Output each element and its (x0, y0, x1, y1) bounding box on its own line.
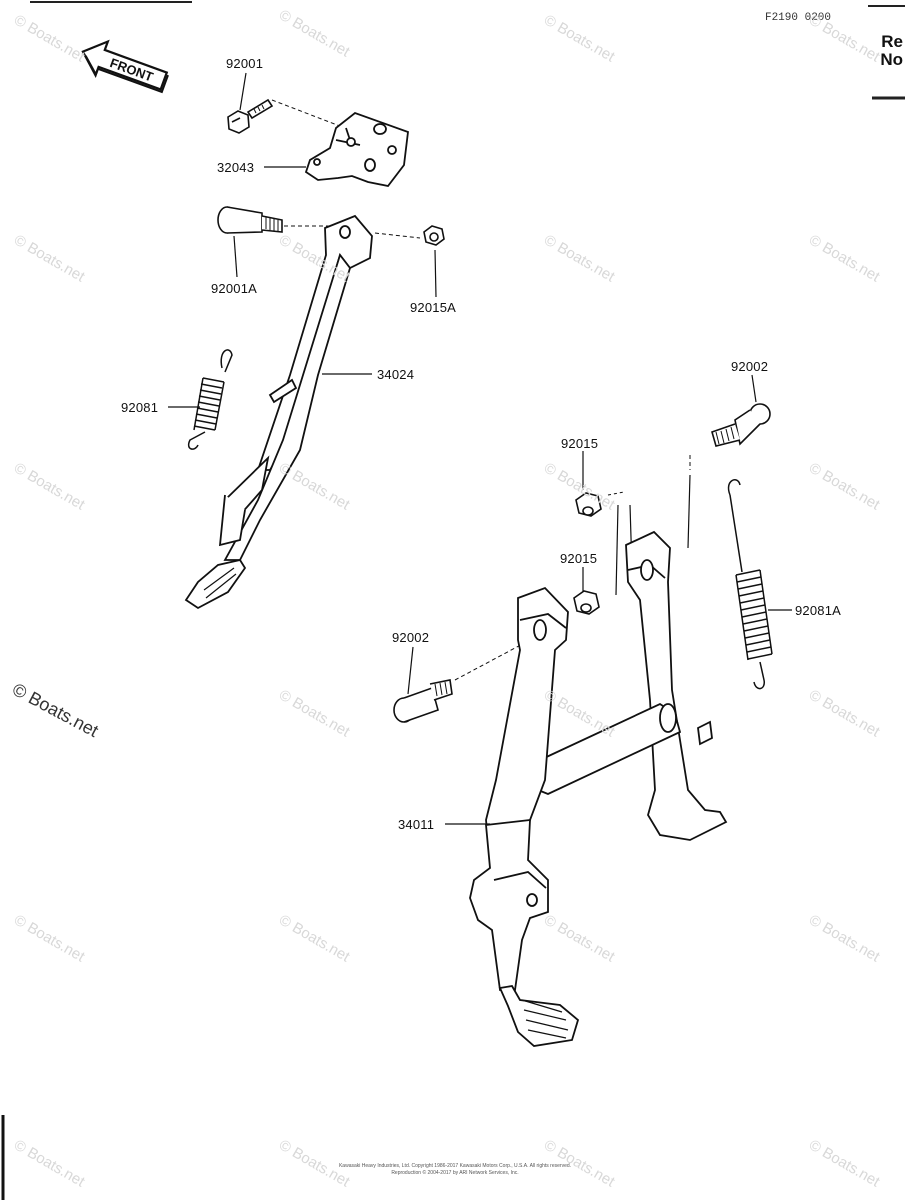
part-label-92002-upper: 92002 (731, 359, 769, 374)
part-label-92001: 92001 (226, 56, 264, 71)
part-label-92002-lower: 92002 (392, 630, 430, 645)
part-label-92001a: 92001A (211, 281, 258, 296)
part-label-34024: 34024 (377, 367, 415, 382)
nut-92015-lower-icon (573, 590, 600, 615)
spring-92081-icon (187, 349, 233, 450)
bolt-92001-icon (227, 98, 274, 134)
part-label-92081: 92081 (121, 400, 159, 415)
center-stand-34011-icon (469, 530, 728, 1047)
nut-92015-upper-icon (575, 492, 602, 517)
corner-text-line1: Re (881, 32, 903, 51)
front-arrow-icon: FRONT (81, 39, 169, 94)
part-label-34011: 34011 (398, 817, 435, 832)
part-label-32043: 32043 (217, 160, 255, 175)
part-label-92081a: 92081A (795, 603, 842, 618)
nut-92015a-icon (423, 225, 445, 246)
part-label-92015a: 92015A (410, 300, 457, 315)
bolt-92002-upper-icon (711, 403, 771, 447)
part-label-92015-upper: 92015 (561, 436, 599, 451)
spring-92081a-icon (727, 479, 773, 690)
corner-text-line2: No (880, 50, 903, 69)
bracket-32043-icon (304, 111, 409, 187)
diagram-ref-code: F2190 0200 (764, 12, 831, 24)
side-stand-34024-icon (184, 214, 373, 610)
pivot-bolt-92001a-icon (217, 206, 283, 234)
part-label-92015-lower: 92015 (560, 551, 598, 566)
footer-line-2: Reproduction © 2004-2017 by ARI Network … (391, 1170, 519, 1176)
leader-lines (168, 72, 792, 825)
bolt-92002-lower-icon (393, 679, 453, 723)
footer-copyright: Kawasaki Heavy Industries, Ltd. Copyrigh… (320, 1163, 590, 1177)
footer-line-1: Kawasaki Heavy Industries, Ltd. Copyrigh… (338, 1163, 572, 1169)
